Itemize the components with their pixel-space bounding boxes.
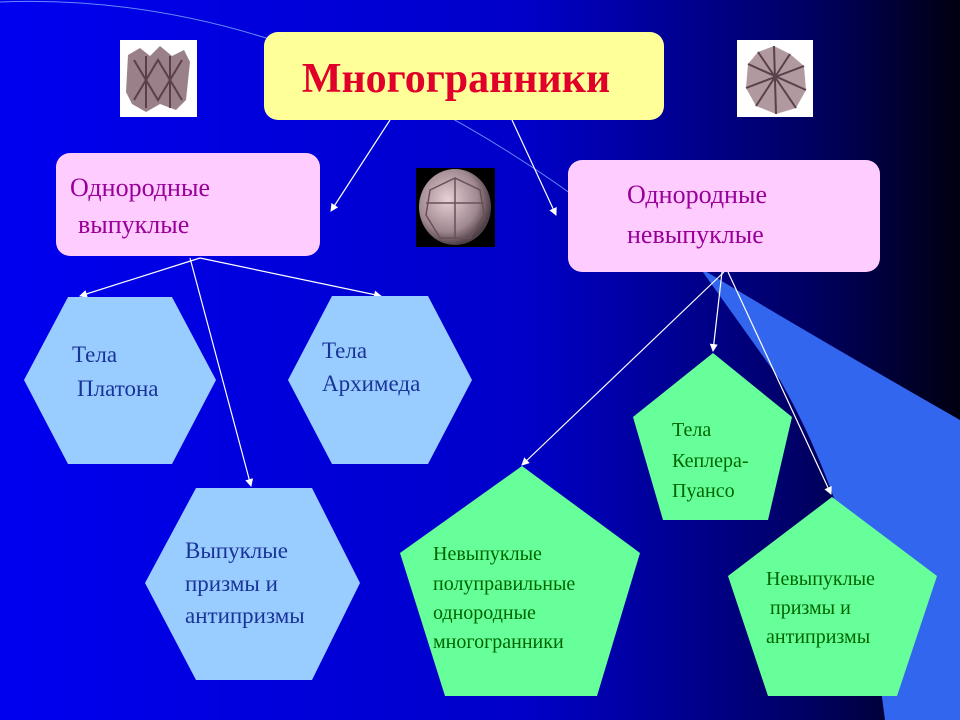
category-nonconvex-line2: невыпуклые [627,220,764,249]
polyhedron-image-right [737,40,813,117]
node-kepler-poinsot: Тела Кеплера- Пуансо [633,353,792,520]
node-archimedean-solids: Тела Архимеда [288,296,472,464]
node-label: однородные [433,602,536,624]
polyhedron-image-left [120,40,197,117]
node-nonconvex-prisms: Невыпуклые призмы и антипризмы [728,497,937,696]
node-platonic-solids: Тела Платона [24,297,216,464]
category-convex-line1: Однородные [70,173,210,202]
node-label: Пуансо [672,480,735,502]
node-label: Тела [672,419,711,441]
node-nonconvex-semiregular: Невыпуклые полуправильные однородные мно… [400,466,640,696]
node-label: многогранники [433,631,564,653]
node-label: Невыпуклые [766,568,875,590]
node-label: Платона [77,376,158,401]
node-label: антипризмы [766,626,870,648]
node-label: Архимеда [322,371,420,396]
polyhedron-image-center [416,168,495,247]
node-label: Кеплера- [672,450,749,472]
node-label: антипризмы [185,603,305,628]
title-box: Многогранники [264,32,664,120]
page-title: Многогранники [302,56,610,102]
node-label: Выпуклые [185,538,288,563]
node-convex-prisms: Выпуклые призмы и антипризмы [145,488,360,680]
node-label: Тела [322,338,367,363]
category-convex-line2: выпуклые [78,210,189,239]
node-label: призмы и [185,571,278,596]
node-label: полуправильные [433,573,575,595]
category-convex: Однородные выпуклые [56,153,320,256]
node-label: Невыпуклые [433,543,542,565]
category-nonconvex-line1: Однородные [627,180,767,209]
category-nonconvex: Однородные невыпуклые [568,160,880,272]
node-label: Тела [72,342,117,367]
node-label: призмы и [770,597,851,619]
connector-arrows [79,119,832,495]
